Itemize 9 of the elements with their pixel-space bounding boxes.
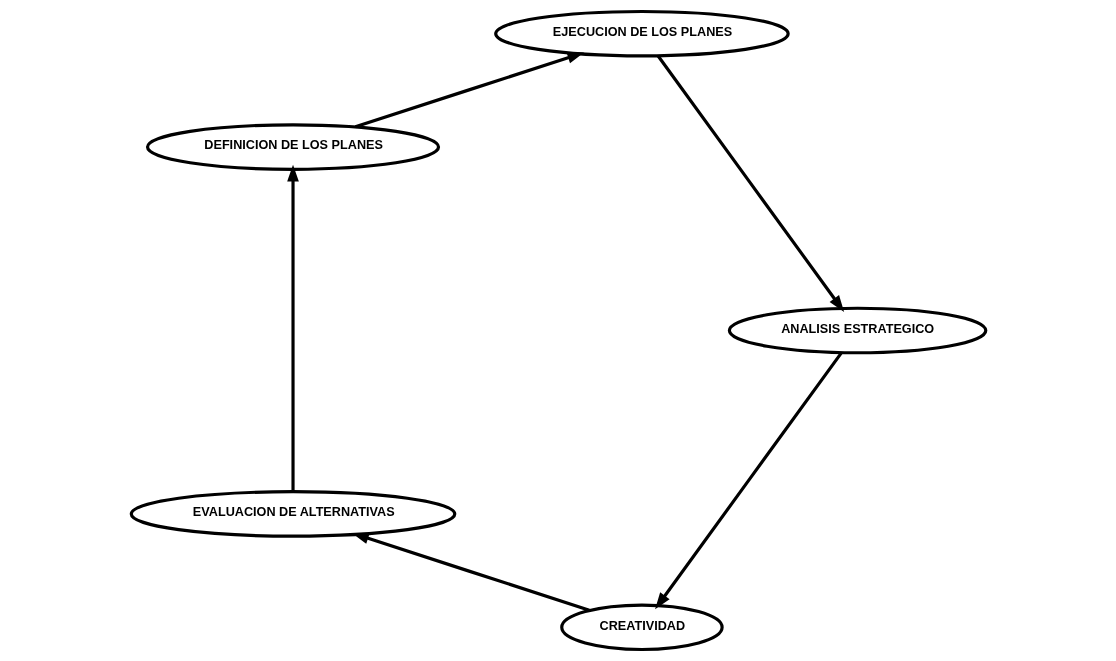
arrow bbox=[286, 164, 299, 492]
arrow bbox=[354, 52, 584, 129]
arrow bbox=[656, 55, 844, 313]
arrow bbox=[654, 351, 843, 610]
node-ellipse: EJECUCION DE LOS PLANES bbox=[493, 9, 790, 58]
node-ellipse: ANALISIS ESTRATEGICO bbox=[727, 306, 987, 355]
node-ellipse: CREATIVIDAD bbox=[559, 603, 724, 652]
node-ellipse: DEFINICION DE LOS PLANES bbox=[145, 123, 440, 171]
node-ellipse: EVALUACION DE ALTERNATIVAS bbox=[129, 490, 456, 538]
